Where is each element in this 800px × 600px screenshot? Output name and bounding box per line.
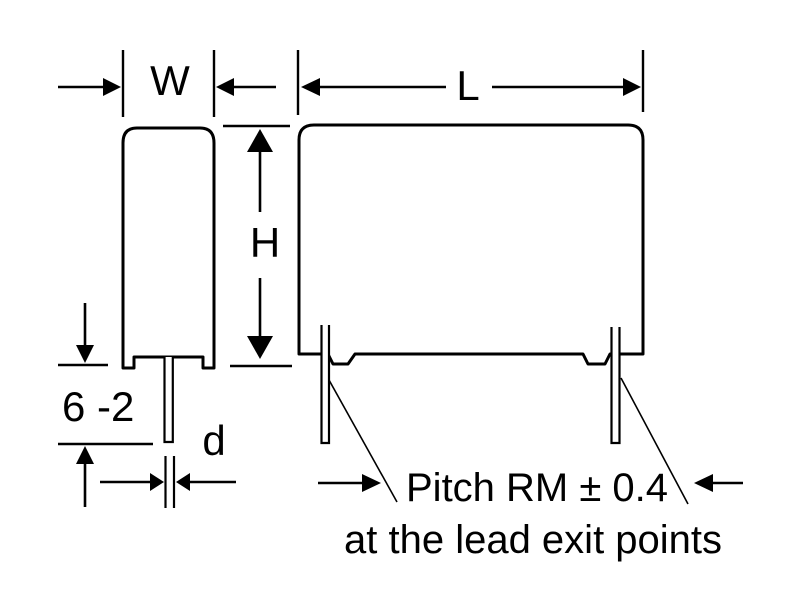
width-label: W bbox=[150, 57, 190, 104]
pitch-leader-right bbox=[620, 377, 689, 505]
pitch-arrow-right-icon bbox=[694, 474, 713, 492]
height-label: H bbox=[250, 219, 280, 266]
front-view bbox=[297, 123, 645, 445]
lead-diameter-dimension: d bbox=[100, 417, 236, 491]
lead-diameter-arrow-right-icon bbox=[176, 473, 190, 491]
lead-length-dimension: 6 -2 bbox=[58, 303, 153, 507]
length-label: L bbox=[456, 62, 479, 109]
lead-length-label: 6 -2 bbox=[62, 383, 134, 430]
pitch-note-line1: Pitch RM ± 0.4 bbox=[406, 466, 668, 510]
pitch-arrow-left-icon bbox=[362, 474, 381, 492]
side-view-body bbox=[121, 126, 216, 370]
front-view-lead-left bbox=[320, 325, 331, 445]
lead-length-arrow-down-icon bbox=[76, 345, 94, 363]
lead-length-arrow-up-icon bbox=[76, 446, 94, 464]
side-view-lead bbox=[163, 357, 174, 444]
front-view-body bbox=[297, 123, 645, 366]
width-arrow-right-icon bbox=[216, 78, 234, 96]
length-dimension: L bbox=[296, 50, 645, 115]
side-view bbox=[121, 126, 216, 508]
width-dimension: W bbox=[58, 50, 276, 117]
side-view-lead-stub bbox=[164, 456, 176, 508]
pitch-note-line2: at the lead exit points bbox=[344, 518, 722, 562]
lead-diameter-arrow-left-icon bbox=[150, 473, 164, 491]
height-dimension: H bbox=[223, 124, 292, 368]
front-view-lead-right bbox=[610, 327, 621, 445]
pitch-leader-left bbox=[328, 379, 398, 503]
height-arrow-down-icon bbox=[247, 336, 273, 359]
height-arrow-up-icon bbox=[247, 129, 273, 152]
lead-diameter-label: d bbox=[202, 417, 225, 464]
length-arrow-right-icon bbox=[623, 78, 641, 96]
pitch-callout: Pitch RM ± 0.4 at the lead exit points bbox=[318, 377, 743, 562]
width-arrow-left-icon bbox=[103, 78, 121, 96]
length-arrow-left-icon bbox=[301, 78, 320, 96]
